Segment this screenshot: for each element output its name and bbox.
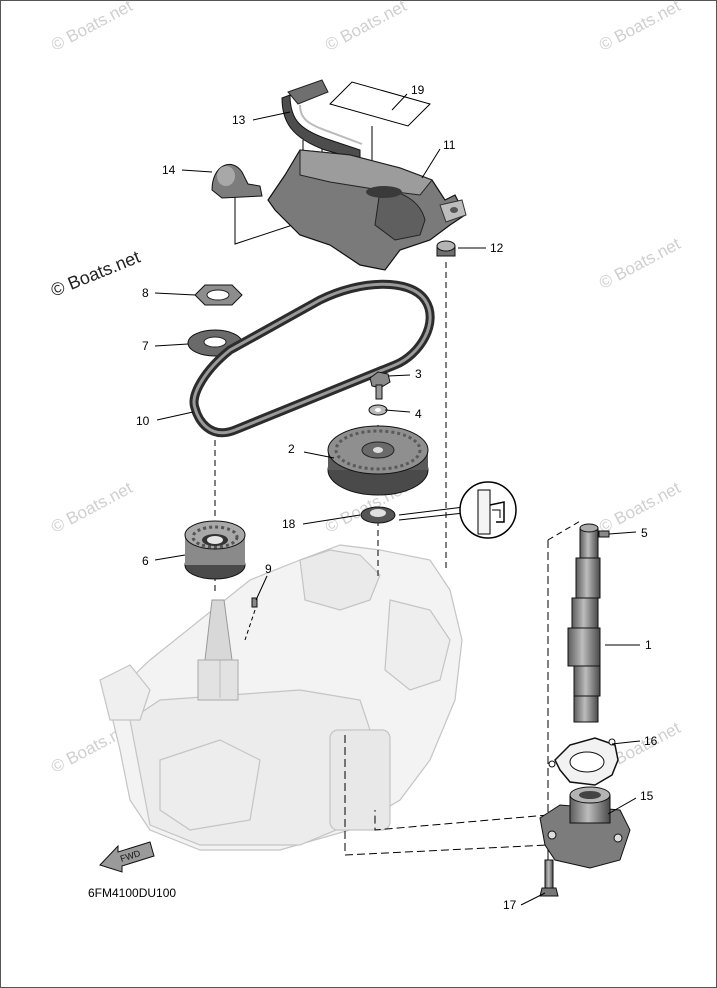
callout-4: 4 (415, 407, 422, 421)
callout-16: 16 (644, 734, 658, 748)
callout-10: 10 (136, 414, 150, 428)
oil-seal (360, 506, 396, 524)
callout-9: 9 (265, 562, 272, 576)
drive-pulley (184, 520, 246, 580)
belt-cover (267, 149, 467, 271)
callout-7: 7 (142, 339, 149, 353)
callout-15: 15 (640, 789, 654, 803)
gasket (548, 737, 619, 786)
cap (211, 163, 263, 199)
nut (194, 284, 243, 306)
callout-leaders (154, 93, 641, 906)
pin (598, 530, 610, 538)
callout-8: 8 (142, 286, 149, 300)
pump-bolt (539, 859, 559, 897)
callout-13: 13 (232, 113, 246, 127)
oil-pump (539, 786, 631, 869)
bolt (369, 371, 391, 400)
diagram-code: 6FM4100DU100 (88, 886, 177, 900)
callout-6: 6 (142, 554, 149, 568)
callout-12: 12 (490, 241, 504, 255)
timing-belt (189, 279, 435, 437)
callout-3: 3 (415, 367, 422, 381)
camshaft (567, 523, 601, 723)
callout-11: 11 (443, 138, 456, 152)
washer-hole (375, 408, 381, 412)
leader-guides (214, 126, 583, 860)
callout-14: 14 (162, 163, 176, 177)
callout-17: 17 (503, 898, 517, 912)
crankshaft-end (197, 599, 239, 701)
key (251, 597, 258, 608)
callout-5: 5 (641, 526, 648, 540)
grommet (436, 240, 456, 257)
callout-2: 2 (288, 442, 295, 456)
driven-pulley (327, 425, 429, 496)
callout-18: 18 (282, 517, 296, 531)
callout-19: 19 (411, 83, 425, 97)
fwd-arrow-icon (99, 841, 155, 873)
engine-block (99, 544, 463, 851)
label-sticker (329, 81, 431, 127)
seal-detail-inset (459, 481, 517, 539)
callout-1: 1 (645, 638, 652, 652)
